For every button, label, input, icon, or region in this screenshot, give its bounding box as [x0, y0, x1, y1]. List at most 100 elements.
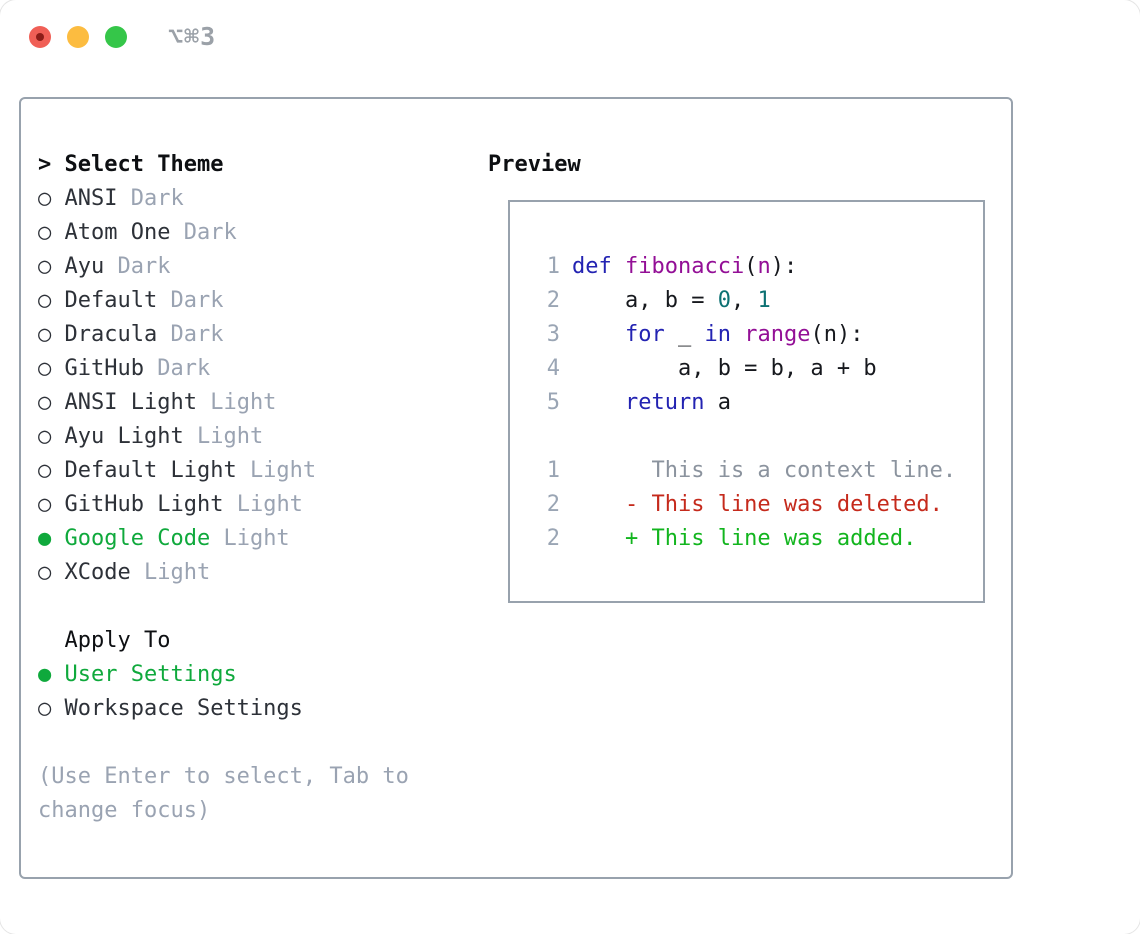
preview-title: Preview	[488, 152, 581, 177]
theme-variant: Light	[236, 492, 303, 517]
radio-icon: ○	[38, 356, 52, 381]
radio-icon: ○	[38, 220, 52, 245]
spacer	[38, 590, 409, 624]
theme-name: XCode	[64, 560, 131, 585]
apply-option-user-settings[interactable]: ● User Settings	[38, 658, 409, 692]
theme-name: Google Code	[64, 526, 211, 551]
radio-icon: ○	[38, 458, 52, 483]
code-token: in	[704, 322, 731, 347]
apply-option-label: Workspace Settings	[64, 696, 303, 721]
theme-name: Default Light	[64, 458, 237, 483]
close-button[interactable]	[29, 26, 51, 48]
help-text-line: change focus)	[38, 798, 211, 823]
apply-to-title: Apply To	[64, 628, 171, 653]
radio-icon: ○	[38, 390, 52, 415]
theme-option-ansi-light[interactable]: ○ ANSI Light Light	[38, 386, 409, 420]
line-number: 3	[546, 322, 560, 347]
maximize-button[interactable]	[105, 26, 127, 48]
diff-preview: 1 This is a context line.2 - This line w…	[510, 454, 983, 556]
code-token: for	[624, 322, 665, 347]
blank-line	[510, 420, 983, 454]
left-column: > Select Theme ○ ANSI Dark○ Atom One Dar…	[38, 148, 409, 828]
radio-icon: ○	[38, 288, 52, 313]
theme-name: Ayu Light	[64, 424, 184, 449]
select-theme-header: > Select Theme	[38, 148, 409, 182]
theme-list: ○ ANSI Dark○ Atom One Dark○ Ayu Dark○ De…	[38, 182, 409, 590]
cursor-arrow-icon: >	[38, 152, 52, 177]
code-token: 0	[717, 288, 731, 313]
theme-option-default[interactable]: ○ Default Dark	[38, 284, 409, 318]
apply-option-workspace-settings[interactable]: ○ Workspace Settings	[38, 692, 409, 726]
code-token: a	[704, 390, 731, 415]
theme-name: Atom One	[64, 220, 171, 245]
theme-name: GitHub Light	[64, 492, 224, 517]
radio-icon: ○	[38, 424, 52, 449]
theme-option-google-code[interactable]: ● Google Code Light	[38, 522, 409, 556]
apply-to-header: Apply To	[38, 624, 409, 658]
code-token: ):	[770, 254, 798, 279]
theme-variant: Light	[223, 526, 290, 551]
code-line: 5 return a	[510, 386, 983, 420]
diff-text: - This line was deleted.	[572, 492, 943, 517]
theme-name: GitHub	[64, 356, 144, 381]
code-token: (	[744, 254, 758, 279]
select-theme-title: Select Theme	[64, 152, 224, 177]
theme-variant: Dark	[170, 288, 224, 313]
help-text-line: (Use Enter to select, Tab to	[38, 764, 409, 789]
line-number: 5	[546, 390, 560, 415]
theme-name: Ayu	[64, 254, 105, 279]
radio-icon: ○	[38, 186, 52, 211]
theme-option-ayu[interactable]: ○ Ayu Dark	[38, 250, 409, 284]
radio-icon: ○	[38, 254, 52, 279]
line-number: 1	[546, 254, 560, 279]
theme-name: Default	[64, 288, 158, 313]
selected-radio-icon: ●	[38, 526, 52, 551]
diff-line-deleted: 2 - This line was deleted.	[510, 488, 983, 522]
apply-to-options: ● User Settings○ Workspace Settings	[38, 658, 409, 726]
theme-option-github[interactable]: ○ GitHub Dark	[38, 352, 409, 386]
theme-variant: Dark	[157, 356, 211, 381]
theme-variant: Dark	[170, 322, 224, 347]
code-token: _	[664, 322, 705, 347]
code-line: 4 a, b = b, a + b	[510, 352, 983, 386]
diff-line-context: 1 This is a context line.	[510, 454, 983, 488]
theme-option-github-light[interactable]: ○ GitHub Light Light	[38, 488, 409, 522]
theme-name: Dracula	[64, 322, 158, 347]
theme-option-ayu-light[interactable]: ○ Ayu Light Light	[38, 420, 409, 454]
spacer	[38, 726, 409, 760]
theme-picker-panel: > Select Theme ○ ANSI Dark○ Atom One Dar…	[19, 97, 1013, 879]
theme-option-xcode[interactable]: ○ XCode Light	[38, 556, 409, 590]
radio-icon: ○	[38, 322, 52, 347]
theme-option-default-light[interactable]: ○ Default Light Light	[38, 454, 409, 488]
close-dot-icon	[36, 33, 44, 41]
code-token: a, b = b, a + b	[572, 356, 877, 381]
code-token: def	[572, 254, 612, 279]
theme-name: ANSI Light	[64, 390, 197, 415]
window-title: ⌥⌘3	[168, 22, 217, 51]
code-token: 1	[757, 288, 771, 313]
diff-text: This is a context line.	[572, 458, 957, 483]
code-token	[612, 254, 625, 279]
titlebar: ⌥⌘3	[0, 0, 1140, 70]
theme-variant: Light	[249, 458, 317, 483]
theme-option-atom-one[interactable]: ○ Atom One Dark	[38, 216, 409, 250]
diff-text: + This line was added.	[572, 526, 917, 551]
code-token: (n):	[810, 322, 864, 347]
theme-option-ansi[interactable]: ○ ANSI Dark	[38, 182, 409, 216]
radio-icon: ○	[38, 492, 52, 517]
minimize-button[interactable]	[67, 26, 89, 48]
diff-line-added: 2 + This line was added.	[510, 522, 983, 556]
theme-variant: Light	[210, 390, 277, 415]
theme-variant: Dark	[183, 220, 237, 245]
code-token: a, b =	[572, 288, 718, 313]
theme-variant: Light	[143, 560, 211, 585]
code-line: 3 for _ in range(n):	[510, 318, 983, 352]
theme-name: ANSI	[64, 186, 118, 211]
code-token: ,	[730, 288, 758, 313]
selected-radio-icon: ●	[38, 662, 52, 687]
code-token: range	[744, 322, 811, 347]
theme-option-dracula[interactable]: ○ Dracula Dark	[38, 318, 409, 352]
